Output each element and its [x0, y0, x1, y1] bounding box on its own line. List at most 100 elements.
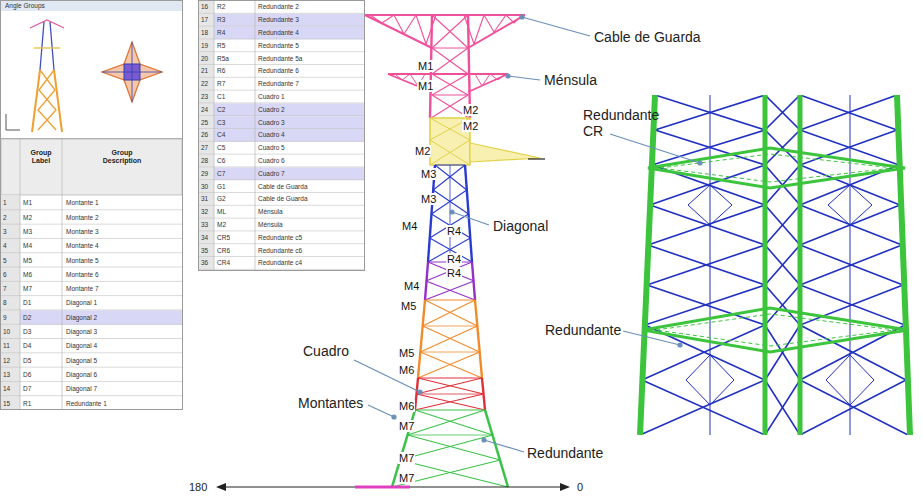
detail-bracing [640, 95, 908, 435]
row-number: 10 [3, 328, 10, 335]
row-number: 20 [201, 55, 208, 62]
ground-wire-arm [365, 15, 525, 48]
group-description: Redundante c4 [258, 259, 302, 266]
group-description: Cuadro 1 [258, 93, 285, 100]
row-number: 33 [201, 221, 208, 228]
purple-section [425, 262, 475, 300]
leader-lines [354, 15, 702, 452]
row-number: 23 [201, 93, 208, 100]
group-label: M1 [23, 199, 32, 206]
row-number: 28 [201, 157, 208, 164]
row-number: 15 [3, 400, 10, 407]
group-window-part [20, 139, 21, 409]
ground-axis-part [560, 483, 570, 491]
plan-thumbnail [102, 42, 162, 102]
ground-wire-arm-part [464, 15, 522, 44]
tower-thumbnail-part [34, 47, 60, 48]
group-description: Cuadro 5 [258, 144, 285, 151]
tower-thumbnail [30, 20, 64, 132]
red-section-part [415, 378, 484, 410]
group-description: Redundante 3 [258, 16, 299, 23]
group-description: Montante 1 [66, 199, 99, 206]
detail-bracing-part [765, 95, 800, 435]
group-window [1, 1, 183, 410]
detail-legs-part [897, 95, 910, 435]
axis-icon [6, 114, 20, 130]
leader-lines-part [368, 405, 394, 417]
row-number: 1 [3, 199, 7, 206]
group-label: CR4 [217, 259, 230, 266]
upper-body [430, 15, 470, 118]
leader-lines-part [522, 17, 590, 36]
member-label: M1 [417, 80, 434, 92]
group-label: R3 [217, 16, 225, 23]
green-legs-part [392, 410, 415, 487]
detail-legs-part [660, 154, 893, 182]
red-section-part [417, 394, 484, 395]
group-description: Montante 2 [66, 214, 99, 221]
group-description: Cuadro 2 [258, 106, 285, 113]
ground-axis-part [355, 486, 410, 489]
group-label: M2 [217, 221, 226, 228]
member-label: M3 [420, 168, 437, 180]
row-number: 14 [3, 385, 10, 392]
leader-lines-part [392, 415, 396, 419]
member-label: M6 [398, 400, 415, 412]
member-label: M6 [398, 364, 415, 376]
group-label: R5a [217, 55, 229, 62]
member-label: M2 [462, 120, 479, 132]
detail-bracing-part [850, 95, 851, 435]
axis-icon-part [6, 114, 7, 130]
row-number: 6 [3, 271, 7, 278]
member-label: M2 [462, 104, 479, 116]
row-number: 17 [201, 16, 208, 23]
row-number: 12 [3, 357, 10, 364]
row-number: 16 [201, 3, 208, 10]
row-number: 34 [201, 234, 208, 241]
group-description: Cuadro 4 [258, 131, 285, 138]
tower-thumbnail-part [38, 70, 56, 130]
group-window-part [1, 1, 183, 410]
group-description: Ménsula [258, 221, 283, 228]
ground-axis [216, 483, 570, 491]
row-number: 18 [201, 29, 208, 36]
callout-label: Ménsula [544, 72, 597, 88]
tower [365, 15, 545, 487]
member-label: M2 [414, 145, 431, 157]
tower-thumbnail-part [32, 70, 40, 132]
leader-lines-part [520, 15, 524, 19]
row-number: 11 [3, 342, 10, 349]
leader-lines-part [678, 343, 682, 347]
group-description: Montante 6 [66, 271, 99, 278]
group-label: D3 [23, 328, 31, 335]
row-number: 36 [201, 259, 208, 266]
row-number: 8 [3, 299, 7, 306]
group-label: D2 [23, 314, 31, 321]
tower-thumbnail-part [50, 22, 54, 70]
group-description: Redundante 6 [258, 67, 299, 74]
group-label: C1 [217, 93, 225, 100]
orange-section-part [475, 300, 482, 378]
group-description: Redundante 2 [258, 3, 299, 10]
group-label: R4 [217, 29, 225, 36]
group-window-part [1, 1, 182, 11]
group-label: R1 [23, 400, 31, 407]
row-number: 35 [201, 247, 208, 254]
group-table-part [255, 1, 256, 270]
group-table [199, 1, 365, 271]
green-legs-part [392, 410, 500, 487]
orange-section-part [418, 300, 425, 378]
group-description: Ménsula [258, 208, 283, 215]
tower-detail-part [635, 95, 922, 435]
green-legs-part [400, 410, 508, 487]
group-label: D6 [23, 371, 31, 378]
window-title: Angle Groups [5, 2, 45, 9]
group-label: D7 [23, 385, 31, 392]
leader-lines-part [508, 76, 540, 80]
tower-thumbnail-part [30, 20, 64, 28]
crossarm-part [475, 74, 505, 86]
ground-wire-arm-part [370, 15, 436, 44]
detail-bracing-part [642, 95, 765, 435]
green-legs-part [415, 409, 485, 410]
